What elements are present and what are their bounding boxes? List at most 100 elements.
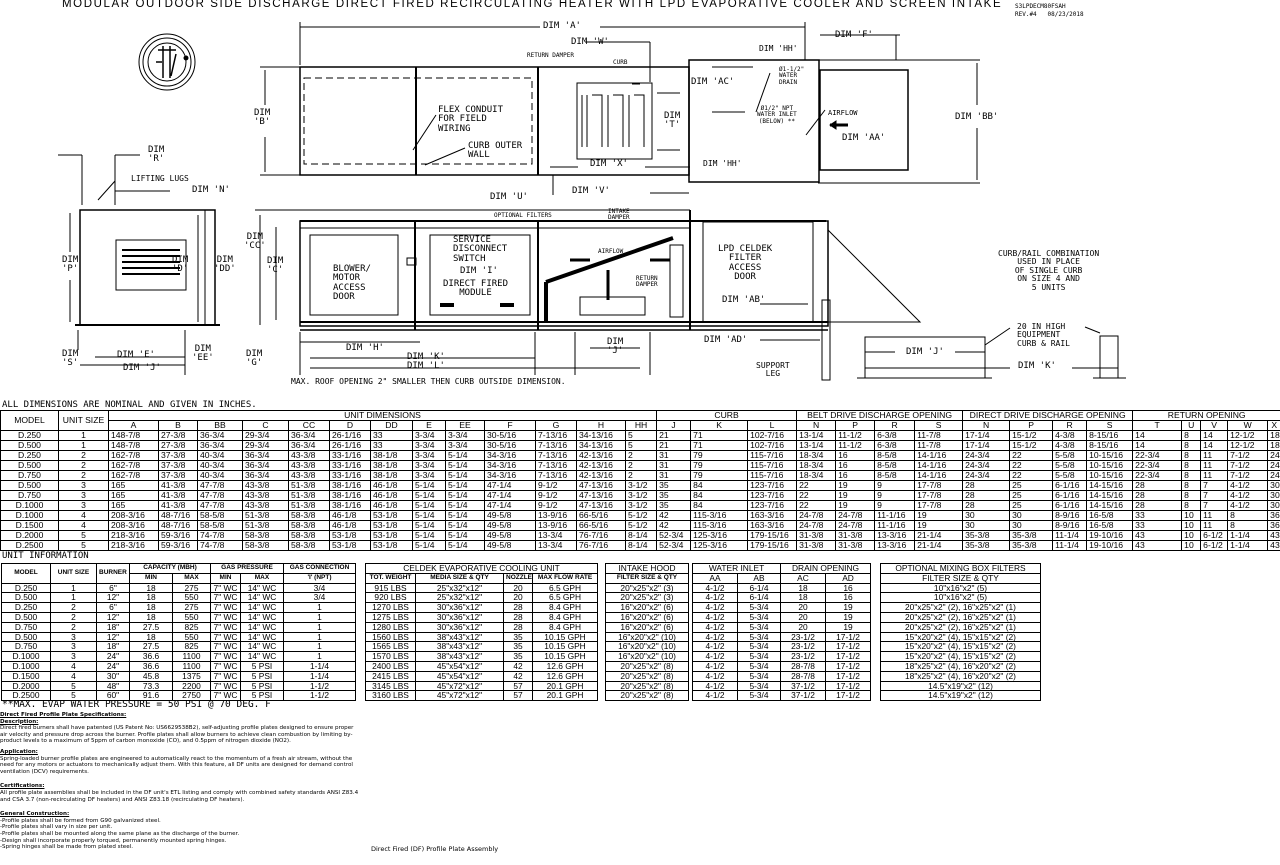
header-row: FILTER SIZE & QTY [605,572,689,584]
table-cell: 5 PSI [240,680,284,692]
table-cell: 1560 LBS [365,631,416,643]
column-header: CC [288,420,330,431]
table-cell: 9 [874,500,916,511]
label-curb-rail-note: CURB/RAIL COMBINATION USED IN PLACE OF S… [998,249,1100,292]
table-cell: 46-1/8 [329,510,371,521]
table-cell: 123-7/16 [747,490,798,501]
label-dim-k-rail: DIM 'K' [1018,361,1056,371]
table-cell: 4-3/8 [1052,430,1088,441]
table-cell: 71 [690,440,749,451]
table-cell: 4-1/2 [1227,500,1269,511]
table-cell: D.500 [1,611,51,623]
table-cell: 28 [962,500,1011,511]
table-cell: 58-3/8 [288,530,330,541]
table-cell: 1 [283,611,356,623]
table-cell: 6-3/8 [874,440,916,451]
column-header: G [535,420,577,431]
table-cell: 43-3/8 [288,470,330,481]
table-cell: 59-3/16 [158,540,198,551]
table-cell: 37-3/8 [158,470,198,481]
table-cell: 5-1/4 [412,530,446,541]
table-cell: 33 [1132,520,1183,531]
spec-construction-item: -Spring hinges shall be made from plated… [0,844,133,851]
table-cell: D.500 [1,631,51,643]
table-cell: 9-1/2 [535,500,577,511]
table-cell: 24" [96,651,130,662]
table-cell: 11 [1200,450,1229,461]
table-cell: 22 [796,500,837,511]
table-cell: 550 [172,611,211,623]
table-cell: 16"x20"x2" (10) [605,631,689,643]
label-dim-f: DIM 'F' [835,30,873,40]
drawing-code: S3LPDECM80FSAH [1015,3,1066,10]
table-cell: 5 PSI [240,670,284,682]
column-header: GAS CONNECTION [283,563,356,574]
table-cell: 7" WC [210,660,241,672]
table-cell: 9-1/2 [535,480,577,491]
table-cell: 26-1/16 [329,440,371,451]
table-cell: 84 [690,490,749,501]
table-cell: 36-3/4 [197,440,243,451]
table-cell: 46-1/8 [370,490,413,501]
table-cell: 5-5/8 [1052,470,1088,481]
etl-logo [138,33,196,91]
table-cell: 2 [58,460,109,471]
table-cell: 4 [58,520,109,531]
table-cell: 7" WC [210,582,241,594]
label-dim-ad: DIM 'AD' [704,335,748,345]
column-header: OPTIONAL MIXING BOX FILTERS [880,563,1041,574]
table-cell: 33 [370,440,413,451]
table-cell: 5-1/4 [412,520,446,531]
table-cell: 36-3/4 [197,430,243,441]
table-cell: 125-3/16 [690,530,749,541]
table-cell: 20 [503,592,533,604]
table-cell: 3/4 [283,592,356,604]
table-cell: 3 [58,500,109,511]
table-cell: 6.5 GPH [531,582,599,594]
table-cell: 34-3/16 [484,470,536,481]
column-header: C [242,420,289,431]
table-cell: 18 [129,582,173,594]
column-header: INTAKE HOOD [605,563,689,574]
table-cell: 14-15/16 [1086,500,1134,511]
table-cell: 11-1/16 [874,520,916,531]
table-cell: 45"x54"x12" [415,670,504,682]
label-return-damper-side: RETURN DAMPER [636,275,658,289]
spec-heading: Direct Fired Profile Plate Specification… [0,712,127,718]
label-dim-k: DIM 'K' [407,352,445,362]
table-cell: 35 [503,641,533,653]
table-cell: 28 [1132,500,1183,511]
table-cell: 28-7/8 [780,670,826,682]
table-cell: 11 [1200,520,1229,531]
table-cell: 218-3/16 [108,530,159,541]
table-cell: 36-3/4 [288,440,330,451]
table-row: 20"x25"x2" (3) [605,582,689,594]
table-cell: 47-7/8 [197,500,243,511]
table-cell: 73.3 [129,680,173,692]
table-cell: 1 [58,440,109,451]
table-cell: 28 [503,602,533,613]
table-cell: 5-1/4 [445,480,485,491]
table-cell: 5-3/4 [737,690,781,702]
label-curb-outer-wall: CURB OUTER WALL [468,141,523,161]
table-cell: 51-3/8 [288,490,330,501]
table-cell: 19 [835,490,876,501]
table-cell: 3 [58,480,109,491]
table-cell: 2415 LBS [365,670,416,682]
table-cell: 49-5/8 [484,520,536,531]
table-row: 10"x16"x2" (5) [880,592,1041,604]
table-cell: 18 [129,631,173,643]
table-cell: 11-1/4 [1052,530,1088,541]
table-cell: 123-7/16 [747,480,798,491]
table-cell: 36.6 [129,651,173,662]
table-cell: 7" WC [210,621,241,633]
table-row: 16"x20"x2" (6) [605,621,689,633]
column-header: UNIT SIZE [58,410,109,431]
table-cell: 8-9/16 [1052,520,1088,531]
